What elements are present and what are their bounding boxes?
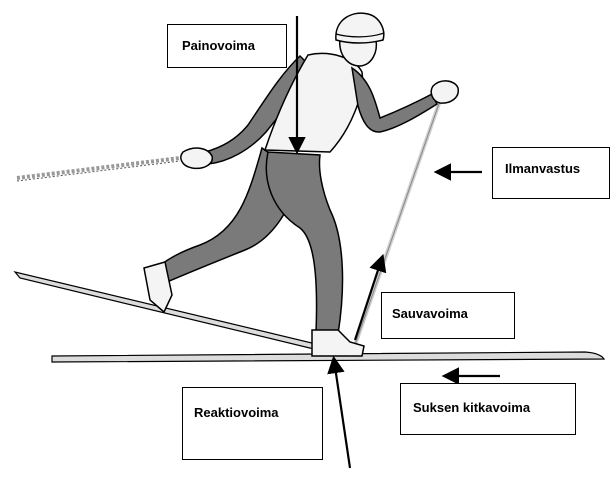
painovoima-label: Painovoima — [182, 38, 255, 53]
back-ski-pole — [17, 158, 180, 178]
reaktiovoima-label-box: Reaktiovoima — [182, 387, 323, 460]
ilmanvastus-label: Ilmanvastus — [505, 161, 580, 176]
sauvavoima-label-box: Sauvavoima — [381, 292, 515, 339]
front-leg — [266, 152, 342, 334]
hat — [336, 13, 384, 43]
sauvavoima-label: Sauvavoima — [392, 306, 468, 321]
painovoima-label-box: Painovoima — [167, 24, 287, 68]
back-ski-pole-edge — [17, 161, 180, 181]
sauvavoima-arrow — [355, 258, 382, 340]
back-glove — [181, 148, 212, 168]
suksen-kitkavoima-label-box: Suksen kitkavoima — [400, 383, 576, 435]
reaktiovoima-arrow — [334, 360, 350, 468]
suksen-kitkavoima-label: Suksen kitkavoima — [413, 400, 530, 415]
front-arm — [352, 68, 437, 132]
reaktiovoima-label: Reaktiovoima — [194, 405, 279, 420]
front-glove — [431, 81, 458, 103]
ilmanvastus-label-box: Ilmanvastus — [492, 147, 610, 199]
